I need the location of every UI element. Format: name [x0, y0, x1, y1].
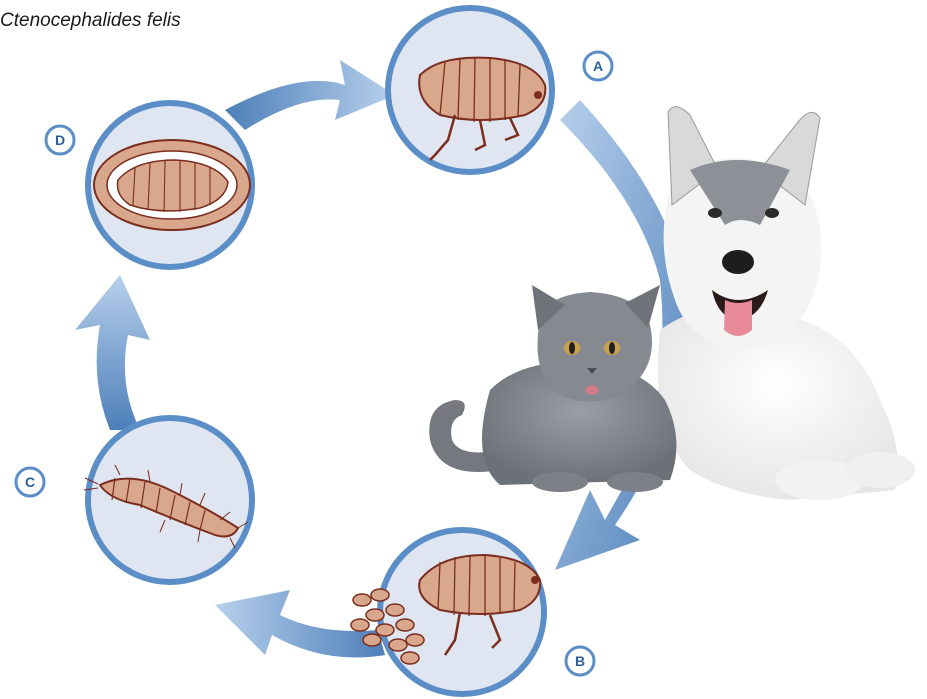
badge-a-label: A: [593, 58, 603, 74]
badge-a: A: [584, 52, 612, 80]
arrow-d-to-a: [225, 60, 395, 130]
arrow-c-to-d: [75, 275, 150, 430]
cat-icon: [429, 285, 676, 492]
badge-d: D: [46, 126, 74, 154]
badge-b: B: [566, 647, 594, 675]
stage-c-circle: [84, 418, 252, 582]
stage-a-circle: [388, 8, 552, 172]
badge-c-label: C: [25, 474, 35, 490]
badge-b-label: B: [575, 653, 585, 669]
badge-c: C: [16, 468, 44, 496]
stage-b-circle: [351, 530, 544, 694]
stage-d-circle: [88, 103, 252, 267]
pupa-cocoon-icon: [94, 140, 250, 230]
badge-d-label: D: [55, 132, 65, 148]
dog-icon: [658, 107, 915, 500]
